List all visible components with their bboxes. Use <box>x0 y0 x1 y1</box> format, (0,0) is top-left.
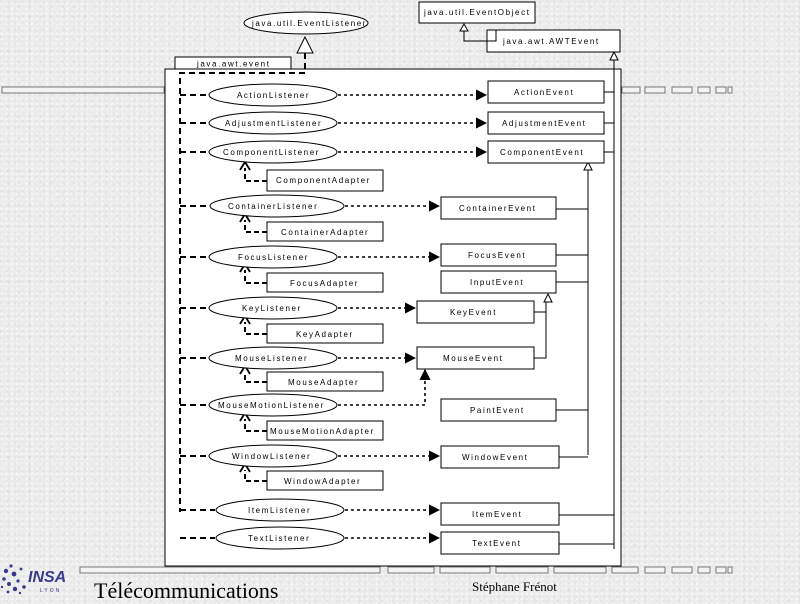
component-event-inherit-arrow <box>583 160 593 171</box>
usage-arrows <box>338 89 488 544</box>
key-adapter-node <box>266 323 384 344</box>
item-event-label: ItemEvent <box>472 510 522 519</box>
component-listener-node <box>208 140 338 164</box>
mouse-event-label: MouseEvent <box>443 354 503 363</box>
window-listener-label: WindowListener <box>232 452 311 461</box>
key-event-label: KeyEvent <box>450 308 497 317</box>
inherit-arrow-eventlistener <box>296 35 314 54</box>
component-adapter-node <box>266 169 384 192</box>
mouse-motion-listener-label: MouseMotionListener <box>218 401 325 410</box>
window-event-node <box>440 445 560 469</box>
mouse-event-node <box>416 346 535 370</box>
mouse-listener-label: MouseListener <box>235 354 308 363</box>
focus-listener-label: FocusListener <box>238 253 309 262</box>
event-listener-label: java.util.EventListener <box>251 19 367 28</box>
key-adapter-label: KeyAdapter <box>296 330 354 339</box>
event-object-node <box>418 1 536 24</box>
adjustment-listener-node <box>208 111 338 135</box>
focus-listener-node <box>208 245 338 269</box>
action-event-node <box>487 80 605 104</box>
action-listener-label: ActionListener <box>237 91 310 100</box>
adapter-inherit-lines <box>244 168 267 482</box>
container-adapter-node <box>266 221 384 242</box>
key-listener-node <box>208 296 338 320</box>
window-adapter-node <box>266 470 384 491</box>
paint-event-node <box>440 398 557 422</box>
focus-adapter-label: FocusAdapter <box>290 279 359 288</box>
adjustment-event-node <box>487 111 605 135</box>
text-listener-label: TextListener <box>248 534 310 543</box>
input-event-label: InputEvent <box>470 278 524 287</box>
mouse-adapter-label: MouseAdapter <box>288 378 359 387</box>
awt-inherit-line <box>463 30 497 42</box>
container-event-node <box>440 196 557 220</box>
mouse-listener-node <box>208 346 338 370</box>
container-adapter-label: ContainerAdapter <box>281 228 369 237</box>
adjustment-listener-label: AdjustmentListener <box>225 119 322 128</box>
key-listener-label: KeyListener <box>242 304 302 313</box>
window-event-label: WindowEvent <box>462 453 529 462</box>
item-event-node <box>440 502 560 526</box>
key-event-node <box>416 300 535 324</box>
mouse-motion-adapter-label: MouseMotionAdapter <box>270 427 375 436</box>
package-label: java.awt.event <box>196 60 271 69</box>
input-event-inherit-arrow <box>543 292 553 303</box>
awt-event-inherit-arrow <box>609 50 619 61</box>
package-inherit-line <box>179 53 306 512</box>
footer-title: Télécommunications <box>94 578 279 603</box>
window-adapter-label: WindowAdapter <box>284 477 361 486</box>
paint-event-label: PaintEvent <box>470 406 525 415</box>
mouse-adapter-node <box>266 371 384 392</box>
mouse-motion-listener-node <box>208 393 338 417</box>
focus-event-node <box>440 243 557 267</box>
focus-event-label: FocusEvent <box>468 251 526 260</box>
action-event-label: ActionEvent <box>514 88 574 97</box>
footer-author: Stéphane Frénot <box>472 579 557 594</box>
decorative-rule-top <box>1 86 733 94</box>
container-listener-label: ContainerListener <box>228 202 318 211</box>
component-event-node <box>487 140 605 164</box>
component-event-label: ComponentEvent <box>500 148 584 157</box>
listener-stubs <box>180 94 215 539</box>
awt-inherit-arrow <box>459 22 469 32</box>
text-listener-node <box>215 526 345 550</box>
awt-event-label: java.awt.AWTEvent <box>502 37 600 46</box>
svg-text:LYON: LYON <box>40 588 61 594</box>
event-object-label: java.util.EventObject <box>423 8 531 17</box>
component-listener-label: ComponentListener <box>223 148 320 157</box>
item-listener-node <box>215 498 345 522</box>
insa-logo: INSA LYON <box>0 564 66 595</box>
event-hierarchy-lines <box>534 60 615 549</box>
decorative-rule-bottom <box>79 566 733 574</box>
item-listener-label: ItemListener <box>248 506 311 515</box>
event-listener-node <box>243 11 369 35</box>
focus-adapter-node <box>266 272 384 293</box>
window-listener-node <box>208 444 338 468</box>
input-event-node <box>440 270 557 294</box>
container-listener-node <box>209 194 345 218</box>
component-adapter-label: ComponentAdapter <box>276 176 371 185</box>
text-event-node <box>440 531 560 555</box>
mouse-motion-adapter-node <box>266 420 384 441</box>
adjustment-event-label: AdjustmentEvent <box>502 119 586 128</box>
svg-text:INSA: INSA <box>28 569 66 586</box>
text-event-label: TextEvent <box>472 539 522 548</box>
container-event-label: ContainerEvent <box>459 204 537 213</box>
action-listener-node <box>208 83 338 107</box>
